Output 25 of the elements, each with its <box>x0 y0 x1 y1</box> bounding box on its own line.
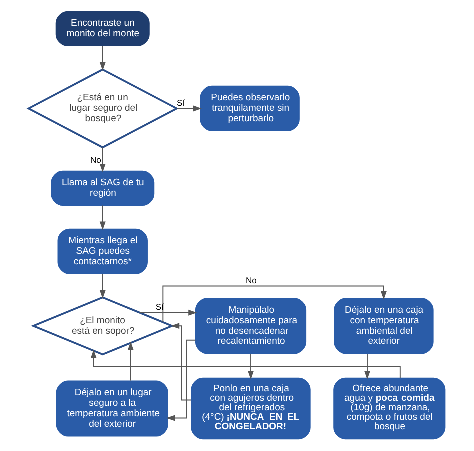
edge-label: No <box>246 276 257 286</box>
node-box: Puedes observarlo tranquilamente sin perturbarlo <box>200 86 300 132</box>
arrow <box>100 46 106 71</box>
arrow <box>100 205 106 230</box>
arrow <box>364 354 370 380</box>
arrow <box>100 274 106 299</box>
node-diamond: ¿Está en un lugar seguro del bosque? <box>26 68 179 149</box>
node-box: Llama al SAG de tu región <box>51 170 155 206</box>
node-box: Déjalo en una caja con temperatura ambiental del exterior <box>334 298 434 354</box>
arrow <box>139 310 198 316</box>
node-box: Ponlo en una caja con agujeros dentro del refrigerados (4°C) ¡NUNCA EN EL CONGELADOR! <box>191 378 311 440</box>
arrow <box>166 340 196 422</box>
node-box: Déjalo en un lugar seguro a la temperatura ambiente del exterior <box>56 380 168 437</box>
arrow <box>171 323 192 401</box>
arrow <box>176 106 202 112</box>
node-box: Ofrece abundante agua y poca comida (10g) de manzana, compota o frutos del bosque <box>334 378 446 440</box>
arrow <box>128 342 134 382</box>
node-box: Encontraste un monito del monte <box>56 11 150 46</box>
node-box: Manipúlalo cuidadosamente para no desencadenar recalentamiento <box>195 298 307 354</box>
arrow <box>100 147 106 173</box>
edge-label: Sí <box>177 98 186 108</box>
node-box: Mientras llega el SAG puedes contactarnos* <box>58 228 148 274</box>
arrow <box>248 354 254 380</box>
edge-label: No <box>90 154 102 165</box>
arrow <box>162 286 387 323</box>
